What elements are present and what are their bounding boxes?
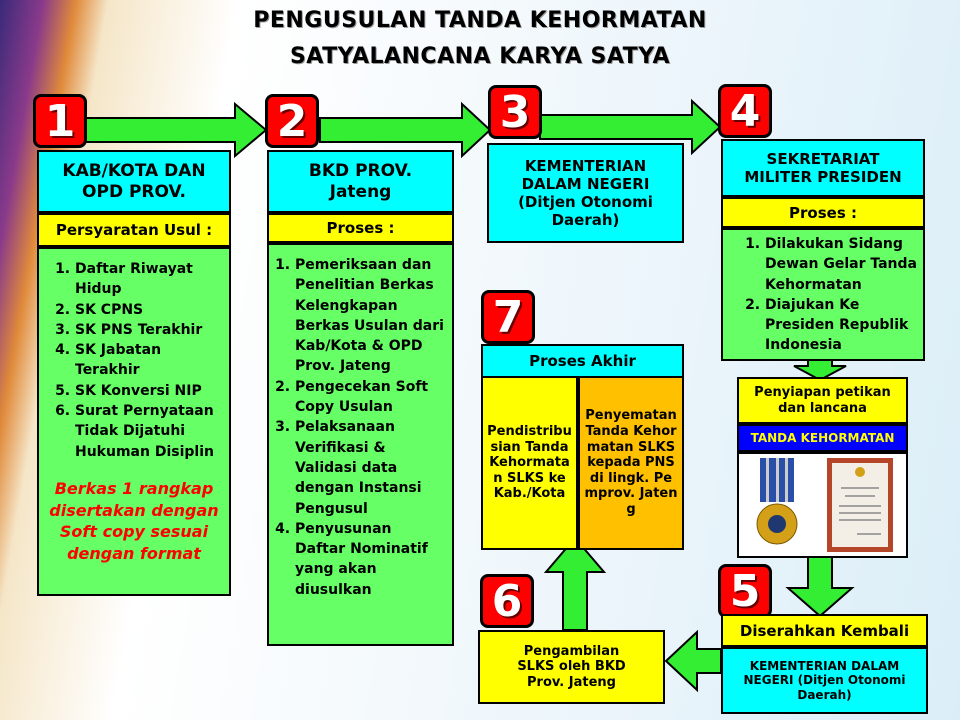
certificate-icon <box>827 458 894 552</box>
step-1-header: KAB/KOTA DAN OPD PROV. <box>37 150 231 213</box>
list-item: Penyusunan Daftar Nominatif yang akan di… <box>295 519 446 600</box>
step-4-badge: 4 <box>718 84 772 138</box>
list-item: Pelaksanaan Verifikasi & Validasi data d… <box>295 417 446 518</box>
arrow-2-to-3 <box>319 101 492 159</box>
step-6-badge: 6 <box>480 574 534 628</box>
step-2-list: Pemeriksaan dan Penelitian Berkas Keleng… <box>275 255 446 600</box>
step-2-header: BKD PROV. Jateng <box>267 150 454 213</box>
medal-icon <box>756 458 798 545</box>
list-item: Pengecekan Soft Copy Usulan <box>295 377 446 418</box>
step-3-badge: 3 <box>488 85 542 139</box>
step-3-header: KEMENTERIAN DALAM NEGERI (Ditjen Otonomi… <box>487 143 684 243</box>
list-item: Surat Pernyataan Tidak Dijatuhi Hukuman … <box>75 401 223 462</box>
step-4-list: Dilakukan Sidang Dewan Gelar Tanda Kehor… <box>729 234 917 356</box>
step-2-body: Pemeriksaan dan Penelitian Berkas Keleng… <box>267 243 454 646</box>
step-4-body: Dilakukan Sidang Dewan Gelar Tanda Kehor… <box>721 228 925 361</box>
step-4-subheader: Proses : <box>721 197 925 228</box>
title-line-2: SATYALANCANA KARYA SATYA <box>289 44 671 69</box>
step-5-header: Diserahkan Kembali <box>721 614 928 647</box>
step-1-badge: 1 <box>33 94 87 148</box>
step-7-left: Pendistribusian Tanda Kehormatan SLKS ke… <box>481 376 578 550</box>
step-2-badge: 2 <box>265 94 319 148</box>
arrow-6-to-7 <box>543 536 607 631</box>
medal-images <box>737 452 908 558</box>
arrow-4-to-medal <box>793 359 847 382</box>
step-1-body: Daftar Riwayat Hidup SK CPNS SK PNS Tera… <box>37 247 231 596</box>
list-item: Diajukan Ke Presiden Republik Indonesia <box>765 295 917 356</box>
step-7-right: Penyematan Tanda Kehormatan SLKS kepada … <box>578 376 684 550</box>
step-2-subheader: Proses : <box>267 213 454 243</box>
step-7-badge: 7 <box>481 290 535 344</box>
medal-header: Penyiapan petikan dan lancana <box>737 377 908 424</box>
list-item: SK Jabatan Terakhir <box>75 340 223 381</box>
arrow-1-to-2 <box>84 101 268 159</box>
step-5-body: KEMENTERIAN DALAM NEGERI (Ditjen Otonomi… <box>721 647 928 714</box>
list-item: SK CPNS <box>75 300 223 320</box>
step-4-header: SEKRETARIAT MILITER PRESIDEN <box>721 139 925 197</box>
arrow-5-to-6 <box>664 629 722 693</box>
arrow-3-to-4 <box>539 98 722 156</box>
step-7-header: Proses Akhir <box>481 344 684 378</box>
list-item: SK Konversi NIP <box>75 381 223 401</box>
medal-label: TANDA KEHORMATAN <box>737 424 908 452</box>
step-1-subheader: Persyaratan Usul : <box>37 213 231 247</box>
list-item: Pemeriksaan dan Penelitian Berkas Keleng… <box>295 255 446 377</box>
title-line-1: PENGUSULAN TANDA KEHORMATAN <box>253 8 707 33</box>
list-item: Daftar Riwayat Hidup <box>75 259 223 300</box>
step-1-note: Berkas 1 rangkap disertakan dengan Soft … <box>49 478 219 563</box>
step-1-list: Daftar Riwayat Hidup SK CPNS SK PNS Tera… <box>45 259 223 462</box>
step-5-badge: 5 <box>718 564 772 618</box>
step-6-body: Pengambilan SLKS oleh BKD Prov. Jateng <box>478 630 665 704</box>
list-item: Dilakukan Sidang Dewan Gelar Tanda Kehor… <box>765 234 917 295</box>
arrow-medal-to-5 <box>785 556 855 618</box>
list-item: SK PNS Terakhir <box>75 320 223 340</box>
